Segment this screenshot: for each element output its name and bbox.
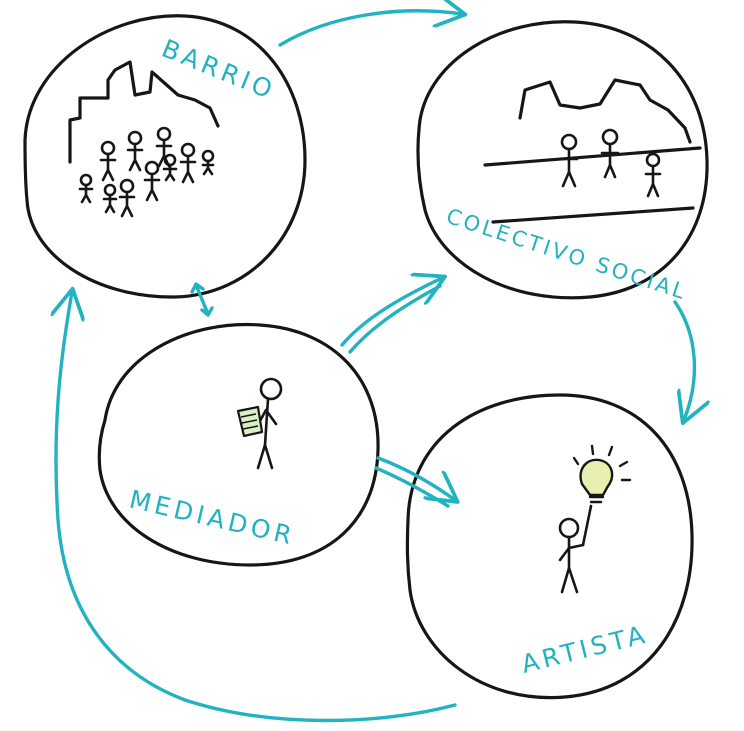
arrow-mediador-to-colectivo-2 — [348, 284, 442, 354]
colectivo-circle — [416, 20, 709, 300]
barrio-crowd — [78, 126, 215, 218]
mediador-circle — [97, 322, 380, 567]
artista-node: ARTISTA — [405, 393, 694, 700]
colectivo-skyline — [518, 78, 692, 144]
mediador-person — [253, 377, 283, 470]
lightbulb-icon — [572, 444, 632, 504]
arrow-colectivo-to-artista — [673, 300, 694, 420]
colectivo-people — [559, 128, 662, 198]
arrow-mediador-to-colectivo — [340, 278, 442, 347]
arrow-barrio-to-colectivo — [278, 11, 462, 47]
barrio-skyline — [68, 60, 220, 164]
arrow-barrio-mediador-bidirectional — [190, 282, 214, 317]
colectivo-label: COLECTIVO SOCIAL — [443, 204, 690, 305]
arrows — [56, 11, 694, 723]
arrow-artista-to-barrio — [56, 292, 457, 723]
barrio-circle — [23, 14, 307, 299]
artista-label: ARTISTA — [518, 619, 651, 678]
arrow-mediador-to-artista — [376, 456, 455, 500]
artista-person — [558, 504, 593, 594]
mediador-node: MEDIADOR — [97, 322, 380, 567]
mediador-book-icon — [236, 405, 264, 438]
colectivo-street-top — [483, 146, 702, 167]
artista-circle — [405, 393, 694, 700]
barrio-node: BARRIO — [23, 14, 307, 299]
arrow-mediador-to-artista-2 — [374, 466, 450, 508]
colectivo-street-bottom — [491, 206, 695, 224]
colectivo-node: COLECTIVO SOCIAL — [416, 20, 709, 305]
